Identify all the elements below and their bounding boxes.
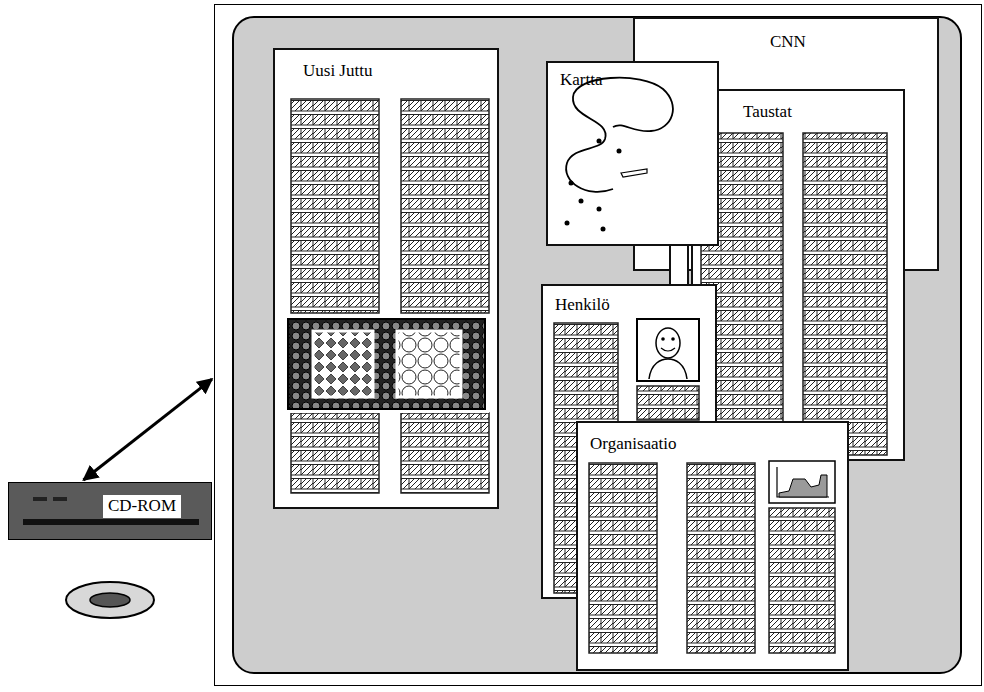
data-link-arrow — [83, 379, 212, 480]
drive-led — [33, 497, 47, 501]
map-dot — [569, 181, 574, 186]
map-dot — [579, 199, 584, 204]
map-coastline — [566, 78, 673, 192]
text-column — [401, 99, 489, 313]
text-column — [401, 413, 489, 493]
device-label: CD-ROM — [103, 495, 181, 518]
disc-hole — [90, 593, 130, 607]
media-frame — [284, 315, 489, 413]
portrait-shoulders — [649, 359, 687, 379]
window-content — [576, 421, 849, 671]
media-image — [397, 331, 461, 397]
chart-area — [779, 475, 827, 497]
map-dot — [565, 221, 570, 226]
text-column — [291, 413, 379, 493]
window-title: Uusi Juttu — [303, 62, 372, 81]
portrait-frame — [637, 319, 699, 381]
text-column — [291, 99, 379, 313]
map-island — [621, 169, 647, 177]
text-column — [637, 386, 699, 420]
media-band — [288, 319, 485, 409]
text-column — [589, 463, 657, 653]
display-screen: Uusi Juttu Kartta CNN TaustatHenkilöOrganis… — [214, 4, 982, 686]
map-window: Kartta — [546, 61, 719, 246]
drive-slot — [23, 519, 199, 525]
news-window: Uusi Juttu — [273, 48, 499, 509]
text-column — [769, 508, 835, 653]
map-dot — [597, 207, 602, 212]
portrait-eye — [661, 337, 665, 341]
map-dot — [617, 149, 622, 154]
link-strip — [669, 244, 689, 288]
portrait-mouth — [661, 348, 675, 351]
map-dot — [601, 227, 606, 232]
window-title: CNN — [770, 33, 806, 52]
window-content — [273, 48, 499, 509]
organisation-window: Organisaatio — [576, 421, 849, 671]
window-title: Taustat — [743, 103, 792, 122]
portrait-eye — [671, 337, 675, 341]
drive-led — [53, 497, 67, 501]
map-dot — [597, 139, 602, 144]
window-title: Henkilö — [555, 296, 610, 315]
chart-axes — [777, 467, 829, 497]
text-column — [803, 133, 887, 455]
background-window: Taustat — [691, 89, 905, 461]
disc-outer — [66, 582, 154, 618]
portrait-head — [656, 328, 680, 358]
cdrom-drive: CD-ROM — [8, 482, 212, 540]
window-title: Kartta — [560, 71, 602, 90]
cd-disc — [66, 582, 154, 618]
window-content — [691, 89, 905, 461]
chart-frame — [769, 461, 835, 503]
text-column — [687, 463, 755, 653]
media-image — [313, 331, 373, 397]
window-title: Organisaatio — [590, 435, 677, 454]
